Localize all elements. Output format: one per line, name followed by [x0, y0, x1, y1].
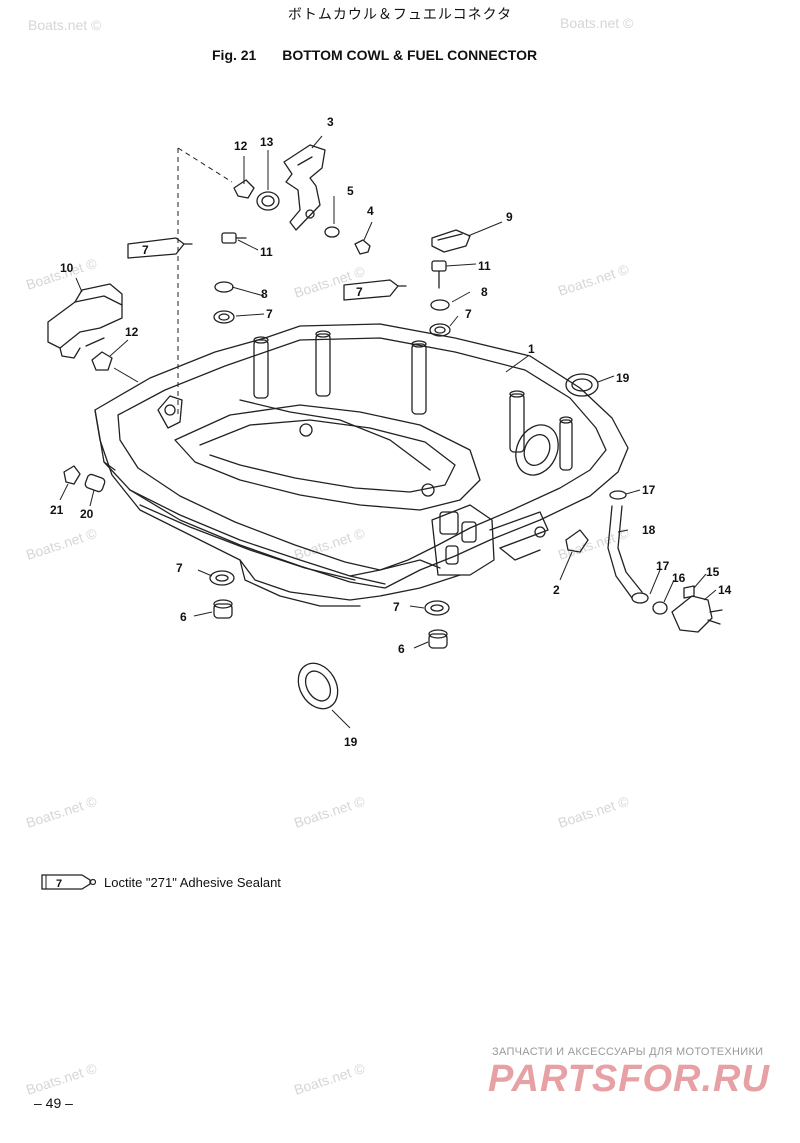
bottom-cowl-part	[94, 323, 629, 607]
callout-6: 6	[180, 610, 187, 624]
o-ring-16	[652, 601, 668, 615]
watermark: Boats.net ©	[556, 793, 631, 831]
watermark: Boats.net ©	[24, 525, 99, 563]
callout-7: 7	[465, 307, 472, 321]
bracket-part-3	[283, 144, 326, 231]
callout-8: 8	[261, 287, 268, 301]
legend: 7 Loctite "271" Adhesive Sealant	[40, 872, 281, 892]
callout-6: 6	[398, 642, 405, 656]
loctite-tube-icon: 7	[41, 874, 96, 890]
title-japanese: ボトムカウル＆フュエルコネクタ	[287, 7, 513, 23]
page-number: – 49 –	[34, 1095, 73, 1111]
watermark: Boats.net ©	[24, 1060, 99, 1098]
callout-3: 3	[327, 115, 334, 129]
callout-12: 12	[234, 139, 248, 153]
grommet-7	[213, 310, 235, 324]
callout-9: 9	[506, 210, 513, 224]
callout-13: 13	[260, 135, 274, 149]
brand-subtitle: ЗАПЧАСТИ И АКСЕССУАРЫ ДЛЯ МОТОТЕХНИКИ	[492, 1046, 764, 1058]
watermark: Boats.net ©	[556, 261, 631, 299]
watermark: Boats.net ©	[560, 15, 634, 31]
callout-7: 7	[393, 600, 400, 614]
callout-19: 19	[344, 735, 358, 749]
grommet-20	[84, 473, 106, 493]
clip-12-left	[91, 351, 113, 371]
callout-20: 20	[80, 507, 94, 521]
clamp-17	[631, 592, 649, 604]
callout-10: 10	[60, 261, 74, 275]
callout-4: 4	[367, 204, 374, 218]
watermark: Boats.net ©	[24, 793, 99, 831]
callout-11: 11	[478, 259, 491, 273]
fuel-connector-14	[671, 595, 723, 633]
callout-17: 17	[642, 483, 656, 497]
loctite-tube-icon	[127, 237, 193, 259]
watermark: Boats.net ©	[28, 17, 102, 33]
callout-17: 17	[656, 559, 670, 573]
callout-19: 19	[616, 371, 630, 385]
callout-16: 16	[672, 571, 686, 585]
tube-mark: 7	[142, 243, 149, 257]
legend-text: Loctite "271" Adhesive Sealant	[104, 874, 281, 890]
nut-4	[354, 239, 371, 255]
seal-ring-13	[256, 191, 280, 211]
loctite-tube-icon	[343, 279, 407, 301]
bolt-11-left	[221, 232, 247, 244]
tube-mark: 7	[356, 285, 363, 299]
figure-label: Fig. 21	[212, 47, 257, 63]
grommet-7	[209, 570, 235, 586]
callout-numbers: 1 2 3 4 5 6 6 7 7 7 7 8 8 9 10 11 11 12 …	[50, 115, 732, 749]
grommet-2	[565, 529, 589, 553]
leader-lines	[59, 135, 717, 729]
figure-title: Fig. 21 BOTTOM COWL & FUEL CONNECTOR	[212, 47, 537, 63]
callout-7: 7	[176, 561, 183, 575]
grommet-7	[429, 323, 451, 337]
mount-6	[428, 633, 448, 649]
callout-1: 1	[528, 342, 535, 356]
callout-21: 21	[50, 503, 64, 517]
plug-19-bottom	[297, 662, 339, 710]
legend-tube-mark: 7	[56, 878, 62, 890]
mount-6	[213, 603, 233, 619]
plug-19-right	[565, 373, 599, 397]
callout-7: 7	[266, 307, 273, 321]
callout-8: 8	[481, 285, 488, 299]
figure-title-text: BOTTOM COWL & FUEL CONNECTOR	[282, 47, 538, 63]
callout-2: 2	[553, 583, 560, 597]
washer-8	[214, 281, 234, 293]
bolt-11-right	[431, 260, 447, 289]
callout-14: 14	[718, 583, 732, 597]
callout-11: 11	[260, 245, 273, 259]
callout-12: 12	[125, 325, 139, 339]
brand-logo: PARTSFOR.RU	[488, 1058, 770, 1100]
watermark: Boats.net ©	[292, 793, 367, 831]
washer-8	[430, 299, 450, 311]
clamp-17	[609, 490, 627, 500]
handle-10	[47, 283, 123, 359]
callout-5: 5	[347, 184, 354, 198]
washer-5	[324, 226, 340, 238]
fuel-hose-18	[607, 505, 633, 599]
clip-21	[63, 465, 81, 485]
grommet-9	[431, 229, 471, 253]
grommet-7	[424, 600, 450, 616]
watermark: Boats.net ©	[292, 1060, 367, 1098]
callout-15: 15	[706, 565, 720, 579]
callout-18: 18	[642, 523, 656, 537]
